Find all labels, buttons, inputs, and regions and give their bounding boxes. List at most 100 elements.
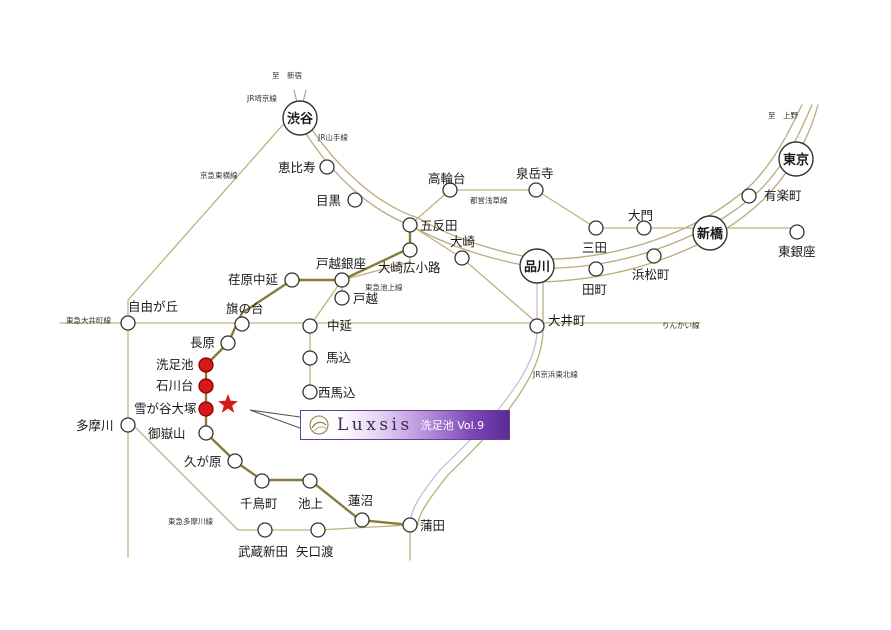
station-ebisu-label: 恵比寿	[278, 160, 316, 175]
station-nishimagome-label: 西馬込	[318, 385, 356, 400]
station-meguro-label: 目黒	[316, 193, 341, 208]
rail-lines	[59, 89, 819, 561]
station-ikegami-marker	[302, 473, 318, 489]
property-name: 洗足池 Vol.9	[420, 419, 485, 432]
line-labels: JR埼京線 JR山手線 京急東横線 都営浅草線 東急池上線 東急大井町線 りんか…	[66, 70, 798, 526]
hub-tokyo-marker	[778, 141, 814, 177]
station-kugahara-marker	[227, 453, 243, 469]
station-togoshi-label: 戸越	[353, 291, 379, 306]
station-ontakesan-marker	[198, 425, 214, 441]
label-yamanote: JR山手線	[317, 132, 348, 142]
station-tamachi-marker	[588, 261, 604, 277]
luxsis-logo-icon	[309, 415, 329, 435]
label-rinkai: りんかい線	[662, 320, 700, 330]
dest-ueno: 至 上野	[768, 111, 798, 120]
toyoko-line	[127, 109, 297, 421]
station-ishikawadai-marker	[198, 378, 214, 394]
station-ebaranakanobu-marker	[284, 272, 300, 288]
hub-stations: 渋谷 東京 新橋 品川	[282, 100, 814, 284]
station-togoshi-marker	[334, 290, 350, 306]
property-marker	[218, 394, 301, 429]
station-daimon-label: 大門	[628, 208, 653, 223]
station-yukigayaotsuka-label: 雪が谷大塚	[134, 401, 197, 416]
station-chidoricho-label: 千鳥町	[240, 496, 278, 511]
station-ebisu-marker	[319, 159, 335, 175]
station-ebaranakanobu-label: 荏原中延	[228, 272, 279, 287]
station-nishimagome-marker	[302, 384, 318, 400]
jr-yamanote-line-outer	[295, 104, 813, 269]
station-musashinitta-label: 武蔵新田	[238, 544, 288, 559]
dest-shinjuku: 至 新宿	[272, 70, 302, 80]
label-tamagawa: 東急多摩川線	[168, 516, 213, 526]
station-yurakucho-label: 有楽町	[764, 188, 802, 203]
hub-shinagawa-marker	[519, 248, 555, 284]
station-gotanda-label: 五反田	[420, 218, 458, 233]
property-label-box: Luxsis 洗足池 Vol.9	[300, 410, 510, 440]
station-senzokuike-marker	[198, 357, 214, 373]
hub-tokyo-label: 東京	[783, 152, 809, 168]
label-toyoko: 京急東横線	[200, 170, 238, 180]
station-markers	[120, 159, 805, 538]
station-labels: 恵比寿 目黒 五反田 大崎 高輪台 泉岳寺 三田 大門 田町 浜松町 有楽町 東…	[76, 160, 816, 559]
station-takanawadai-label: 高輪台	[428, 171, 466, 186]
station-higashiginza-marker	[789, 224, 805, 240]
station-kamata-label: 蒲田	[420, 518, 445, 533]
station-magome-marker	[302, 350, 318, 366]
star-icon	[218, 394, 238, 413]
property-brand: Luxsis	[337, 415, 413, 435]
station-kamata-marker	[402, 517, 418, 533]
station-senzokuike-label: 洗足池	[156, 357, 194, 372]
hub-shibuya-marker	[282, 100, 318, 136]
station-yaguchinowatashi-label: 矢口渡	[296, 544, 334, 559]
station-osakihirokoji-label: 大崎広小路	[378, 260, 441, 275]
station-tamagawa-marker	[120, 417, 136, 433]
label-oimachi: 東急大井町線	[66, 315, 111, 325]
jr-keihintohoku-line	[539, 104, 819, 283]
jr-keihintohoku-south-2	[417, 274, 544, 526]
hub-shinbashi-marker	[692, 215, 728, 251]
label-asakusa: 都営浅草線	[470, 195, 508, 205]
station-hamamatsucho-label: 浜松町	[632, 267, 670, 282]
station-mita-label: 三田	[582, 240, 607, 255]
pointer-arrow	[249, 409, 301, 429]
station-hasunuma-label: 蓮沼	[348, 493, 373, 508]
station-hamamatsucho-marker	[646, 248, 662, 264]
station-sengakuji-label: 泉岳寺	[516, 166, 554, 181]
station-nagahara-marker	[220, 335, 236, 351]
station-chidoricho-marker	[254, 473, 270, 489]
station-nakanobu-label: 中延	[327, 318, 353, 333]
hub-shinagawa-label: 品川	[524, 260, 550, 275]
label-keihintohoku: JR京浜東北線	[532, 369, 578, 379]
station-magome-label: 馬込	[326, 350, 352, 365]
station-jiyugaoka-label: 自由が丘	[128, 299, 178, 314]
station-kugahara-label: 久が原	[184, 454, 222, 469]
station-ishikawadai-label: 石川台	[156, 378, 194, 393]
hub-shibuya-label: 渋谷	[287, 111, 314, 127]
station-musashinitta-marker	[257, 522, 273, 538]
station-daimon-marker	[636, 220, 652, 236]
station-yukigayaotsuka-marker	[198, 401, 214, 417]
station-gotanda-marker	[402, 217, 418, 233]
station-osaki-marker	[454, 250, 470, 266]
hub-shinbashi-label: 新橋	[697, 226, 724, 242]
station-nakanobu-marker	[302, 318, 318, 334]
station-ooimachi-label: 大井町	[548, 313, 586, 328]
station-hatanodai-label: 旗の台	[226, 301, 264, 316]
station-togoshiginza-label: 戸越銀座	[316, 256, 366, 271]
station-mita-marker	[588, 220, 604, 236]
station-ontakesan-label: 御嶽山	[148, 426, 186, 441]
station-ikegami-label: 池上	[298, 496, 323, 511]
station-togoshiginza-marker	[334, 272, 350, 288]
label-ikegami: 東急池上線	[365, 282, 403, 292]
station-higashiginza-label: 東銀座	[778, 244, 816, 259]
station-nagahara-label: 長原	[190, 335, 215, 350]
station-yaguchinowatashi-marker	[310, 522, 326, 538]
jr-keihintohoku-south	[409, 274, 538, 526]
station-jiyugaoka-marker	[120, 315, 136, 331]
station-hasunuma-marker	[354, 512, 370, 528]
station-meguro-marker	[347, 192, 363, 208]
station-sengakuji-marker	[528, 182, 544, 198]
station-tamachi-label: 田町	[582, 282, 607, 297]
